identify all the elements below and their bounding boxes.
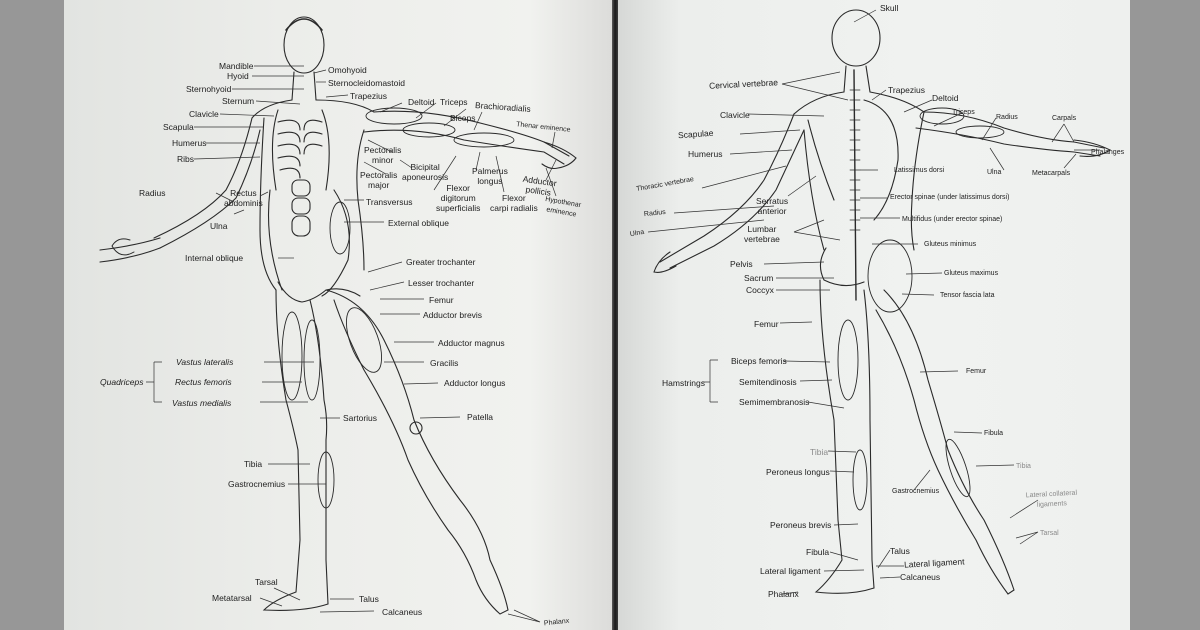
- label-lateral-collateral-ligaments: Lateral collateral ligaments: [1025, 489, 1078, 509]
- label-skull: Skull: [880, 3, 899, 13]
- label-carpals: Carpals: [1052, 115, 1077, 122]
- label-multifidus: Multifidus (under erector spinae): [902, 216, 1003, 223]
- label-adductor-brevis: Adductor brevis: [423, 310, 483, 320]
- label-deltoid: Deltoid: [408, 97, 435, 107]
- label-semitendinosis: Semitendinosis: [739, 377, 797, 387]
- label-mandible: Mandible: [219, 61, 254, 71]
- label-omohyoid: Omohyoid: [328, 65, 367, 75]
- label-coccyx: Coccyx: [746, 285, 774, 295]
- label-phalanx-posterior: Phalanx: [768, 589, 799, 599]
- label-flexor-carpi-radialis: Flexor carpi radialis: [490, 193, 538, 213]
- label-lumbar-vertebrae: Lumbar vertebrae: [744, 224, 780, 244]
- label-palmerus-longus: Palmerus longus: [472, 166, 508, 186]
- label-vastus-lateralis: Vastus lateralis: [176, 357, 234, 367]
- label-gracilis: Gracilis: [430, 358, 459, 368]
- label-clavicle-posterior: Clavicle: [720, 110, 750, 120]
- label-metacarpals: Metacarpals: [1032, 170, 1071, 177]
- label-tarsal-posterior: Tarsal: [1040, 530, 1059, 537]
- label-lesser-trochanter: Lesser trochanter: [408, 278, 475, 288]
- label-femur-posterior-right: Femur: [966, 368, 987, 375]
- label-patella: Patella: [467, 412, 493, 422]
- label-vastus-medialis: Vastus medialis: [172, 398, 232, 408]
- label-sternohyoid: Sternohyoid: [186, 84, 232, 94]
- label-flexor-digitorum-superficialis: Flexor digitorum superficialis: [436, 183, 481, 213]
- label-clavicle: Clavicle: [189, 109, 219, 119]
- label-sternocleidomastoid: Sternocleidomastoid: [328, 78, 406, 88]
- label-deltoid-posterior: Deltoid: [932, 93, 959, 103]
- label-femur-posterior-left: Femur: [754, 319, 779, 329]
- label-ribs: Ribs: [177, 154, 195, 164]
- anterior-figure: [99, 16, 577, 615]
- label-erector-spinae: Erector spinae (under latissimus dorsi): [890, 194, 1010, 201]
- label-tensor-fascia-lata: Tensor fascia lata: [940, 292, 995, 299]
- label-tibia: Tibia: [244, 459, 263, 469]
- label-gluteus-maximus: Gluteus maximus: [944, 270, 999, 277]
- label-transversus: Transversus: [366, 197, 413, 207]
- right-page-posterior-view: [618, 0, 1130, 630]
- label-gastrocnemius: Gastrocnemius: [228, 479, 286, 489]
- label-pectoralis-minor: Pectoralis minor: [364, 145, 402, 165]
- label-serratus-anterior: Serratus anterior: [756, 196, 789, 216]
- book-spine: [612, 0, 618, 630]
- label-biceps-femoris: Biceps femoris: [731, 356, 787, 366]
- label-external-oblique: External oblique: [388, 218, 449, 228]
- label-internal-oblique: Internal oblique: [185, 253, 244, 263]
- anatomy-figures-illustration: [99, 9, 1112, 623]
- label-peroneus-longus: Peroneus longus: [766, 467, 830, 477]
- label-calcaneus-posterior: Calcaneus: [900, 572, 941, 582]
- label-rectus-femoris: Rectus femoris: [175, 377, 232, 387]
- label-quadriceps: Quadriceps: [100, 377, 144, 387]
- label-fibula-posterior-right: Fibula: [984, 430, 1004, 437]
- label-rectus-abdominis: Rectus abdominis: [224, 188, 263, 208]
- label-bicipital-aponeurosis: Bicipital aponeurosis: [402, 162, 449, 182]
- label-sacrum: Sacrum: [744, 273, 774, 283]
- label-femur: Femur: [429, 295, 454, 305]
- label-adductor-longus: Adductor longus: [444, 378, 506, 388]
- label-humerus-posterior: Humerus: [688, 149, 723, 159]
- label-gastrocnemius-posterior: Gastrocnemius: [892, 488, 940, 495]
- label-pelvis: Pelvis: [730, 259, 753, 269]
- label-fibula-posterior-left: Fibula: [806, 547, 830, 557]
- label-phalanges: Phalanges: [1091, 149, 1125, 156]
- label-lateral-ligament-left: Lateral ligament: [760, 566, 821, 576]
- label-sartorius: Sartorius: [343, 413, 378, 423]
- label-sternum: Sternum: [222, 96, 255, 106]
- anatomy-book-spread: Mandible Hyoid Sternohyoid Sternum Clavi…: [64, 0, 1130, 630]
- label-biceps: Biceps: [450, 113, 476, 123]
- label-latissimus-dorsi: Latissimus dorsi: [894, 167, 945, 174]
- label-triceps-posterior: Triceps: [952, 109, 975, 116]
- posterior-figure: [653, 9, 1112, 595]
- label-semimembranosis: Semimembranosis: [739, 397, 810, 407]
- label-tarsal: Tarsal: [255, 577, 278, 587]
- label-peroneus-brevis: Peroneus brevis: [770, 520, 832, 530]
- label-hamstrings: Hamstrings: [662, 378, 705, 388]
- label-pectoralis-major: Pectoralis major: [360, 170, 398, 190]
- left-page-anterior-view: [64, 0, 612, 630]
- label-adductor-magnus: Adductor magnus: [438, 338, 505, 348]
- label-gluteus-minimus: Gluteus minimus: [924, 241, 977, 248]
- label-ulna-posterior-right: Ulna: [987, 169, 1002, 176]
- label-trapezius: Trapezius: [350, 91, 388, 101]
- label-radius: Radius: [139, 188, 166, 198]
- label-tibia-posterior-left: Tibia: [810, 447, 829, 457]
- label-ulna: Ulna: [210, 221, 228, 231]
- label-hyoid: Hyoid: [227, 71, 249, 81]
- label-talus-posterior: Talus: [890, 546, 910, 556]
- label-metatarsal: Metatarsal: [212, 593, 252, 603]
- label-greater-trochanter: Greater trochanter: [406, 257, 476, 267]
- label-calcaneus: Calcaneus: [382, 607, 423, 617]
- label-triceps: Triceps: [440, 97, 468, 107]
- label-tibia-posterior-right: Tibia: [1016, 463, 1031, 470]
- label-humerus: Humerus: [172, 138, 207, 148]
- label-scapula: Scapula: [163, 122, 194, 132]
- label-radius-posterior-right: Radius: [996, 114, 1018, 121]
- label-talus: Talus: [359, 594, 379, 604]
- label-trapezius-posterior: Trapezius: [888, 85, 926, 95]
